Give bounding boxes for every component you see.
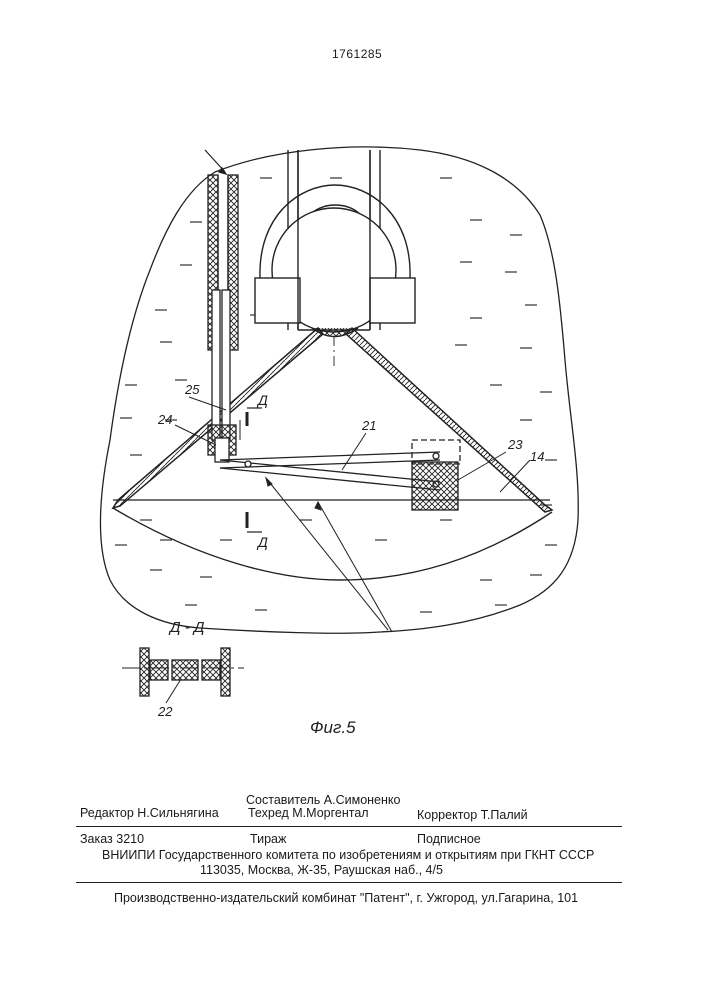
cone-body <box>113 328 552 580</box>
techred: Техред М.Моргентал <box>248 806 369 820</box>
corrector: Корректор Т.Палий <box>417 808 528 822</box>
label-24: 24 <box>157 412 172 427</box>
feed-tube <box>205 150 238 440</box>
publisher: Производственно-издательский комбинат "П… <box>114 891 578 905</box>
section-marks <box>247 408 262 532</box>
subscription: Подписное <box>417 832 481 846</box>
linkage-mechanism <box>208 420 460 510</box>
figure-caption: Фиг.5 <box>310 718 356 737</box>
label-d-top: Д <box>256 392 268 408</box>
label-25: 25 <box>184 382 200 397</box>
label-21: 21 <box>361 418 376 433</box>
order: Заказ 3210 <box>80 832 144 846</box>
section-label: Д - Д <box>168 619 205 636</box>
institute: ВНИИПИ Государственного комитета по изоб… <box>102 848 594 862</box>
label-22: 22 <box>157 704 173 719</box>
compiler: Составитель А.Симоненко <box>246 793 400 807</box>
label-d-bottom: Д <box>256 534 268 550</box>
label-14: 14 <box>530 449 544 464</box>
rule-2 <box>76 882 622 883</box>
editor: Редактор Н.Сильнягина <box>80 806 219 820</box>
circulation: Тираж <box>250 832 286 846</box>
rule-1 <box>76 826 622 827</box>
figure-5-drawing: 25 24 21 23 14 22 Д Д Д - Д Фиг.5 <box>0 0 707 780</box>
address: 113035, Москва, Ж-35, Раушская наб., 4/5 <box>200 863 443 877</box>
label-23: 23 <box>507 437 523 452</box>
section-detail <box>122 648 244 696</box>
